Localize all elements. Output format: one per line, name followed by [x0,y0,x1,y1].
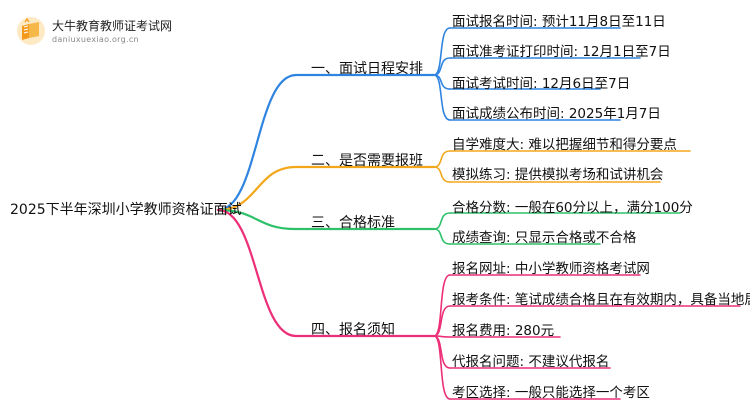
leaf-connector [433,305,451,337]
leaf-fee: 报名费用: 280元 [452,323,555,339]
branch-registration: 四、报名须知 [311,322,395,338]
branch-training: 二、是否需要报班 [311,153,423,169]
leaf-eligibility: 报考条件: 笔试成绩合格且在有效期内，具备当地居住证 [452,292,750,308]
leaf-signup-site: 报名网址: 中小学教师资格考试网 [452,261,650,277]
leaf-result-query: 成绩查询: 只显示合格或不合格 [452,230,637,246]
branch-schedule: 一、面试日程安排 [311,61,423,77]
leaf-self-study: 自学难度大: 难以把握细节和得分要点 [452,137,677,153]
leaf-connector [433,212,451,230]
leaf-connector [433,74,451,121]
leaf-connector [433,166,451,183]
leaf-connector [433,274,451,337]
leaf-proxy-signup: 代报名问题: 不建议代报名 [452,354,610,370]
leaf-connector [433,150,451,168]
book-icon [17,17,45,45]
leaf-region-choice: 考区选择: 一般只能选择一个考区 [452,385,650,401]
leaf-connector [433,228,451,245]
leaf-mock-practice: 模拟练习: 提供模拟考场和试讲机会 [452,167,664,183]
leaf-pass-score: 合格分数: 一般在60分以上，满分100分 [452,200,693,216]
root-connector [216,208,298,338]
leaf-connector [433,335,451,400]
logo-title: 大牛教育教师证考试网 [52,19,173,33]
leaf-exam-time: 面试考试时间: 12月6日至7日 [452,76,631,92]
leaf-connector [433,57,451,76]
leaf-connector [433,27,451,76]
leaf-signup-time: 面试报名时间: 预计11月8日至11日 [452,14,666,30]
root-topic: 2025下半年深圳小学教师资格证面试 [10,202,242,218]
leaf-admission-print: 面试准考证打印时间: 12月1日至7日 [452,44,671,60]
leaf-result-time: 面试成绩公布时间: 2025年1月7日 [452,106,661,122]
root-connector [216,165,298,212]
root-connector [216,73,298,212]
leaf-connector [433,335,451,369]
logo-url: daniuxuexiao.org.cn [52,35,139,44]
root-connector [216,208,298,231]
branch-pass-standard: 三、合格标准 [311,215,395,231]
site-logo: 大牛教育教师证考试网 daniuxuexiao.org.cn [16,14,186,50]
